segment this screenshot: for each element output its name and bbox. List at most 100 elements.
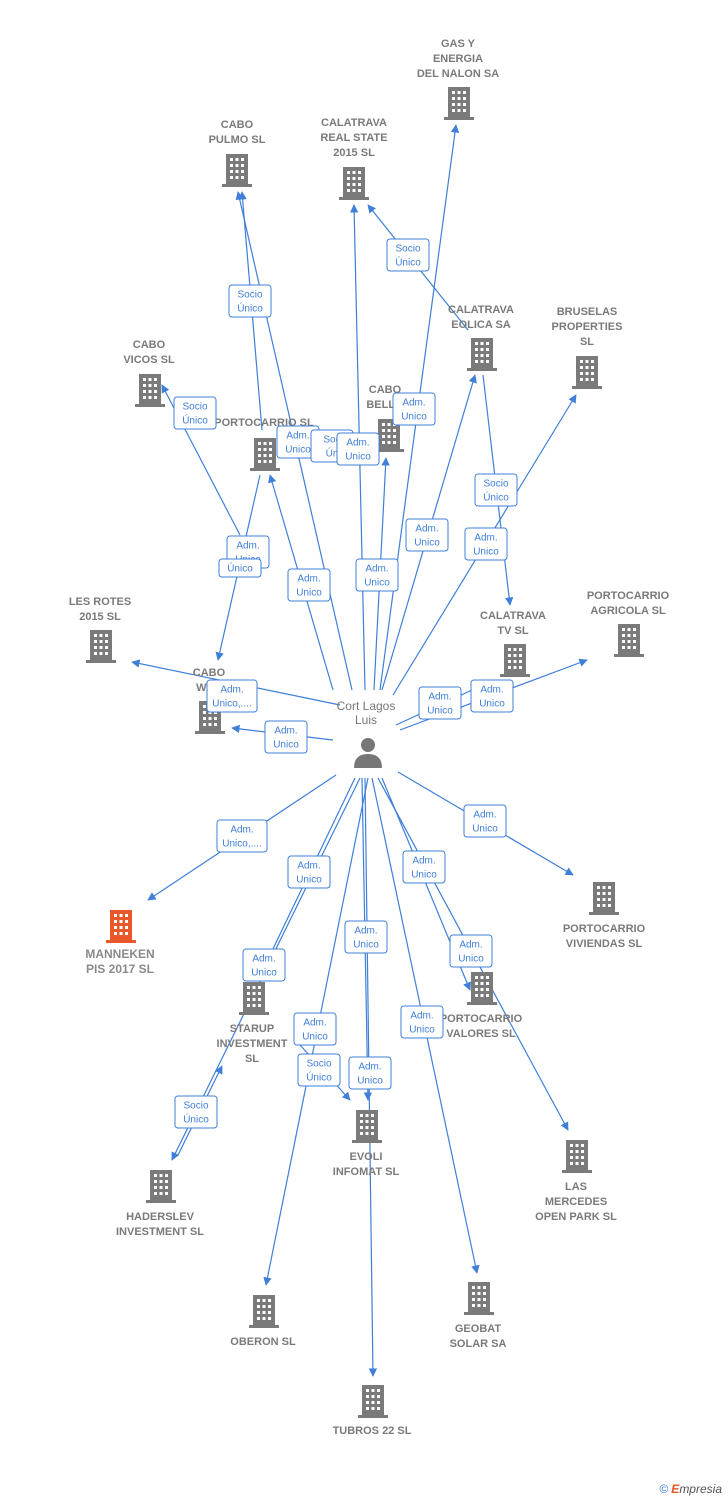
building-icon[interactable] (614, 624, 644, 657)
relation-text: Único (483, 491, 509, 504)
relation-text: Unico (296, 588, 322, 599)
relation-text: Adm. (297, 861, 320, 872)
company-label-manneken[interactable]: PIS 2017 SL (86, 962, 154, 976)
building-icon[interactable] (467, 972, 497, 1005)
company-label-evoli[interactable]: INFOMAT SL (333, 1166, 400, 1178)
relation-box (344, 920, 388, 954)
company-label-oberon[interactable]: OBERON SL (230, 1336, 296, 1348)
company-label-bruselas[interactable]: PROPERTIES (552, 321, 623, 333)
company-label-geobat[interactable]: SOLAR SA (450, 1338, 507, 1350)
company-label-calatrava-rs[interactable]: 2015 SL (333, 147, 375, 159)
company-label-bruselas[interactable]: SL (580, 336, 594, 348)
company-label-evoli[interactable]: EVOLI (349, 1151, 382, 1163)
relation-label: Adm.Unico (293, 1012, 337, 1046)
company-label-gas[interactable]: GAS Y (441, 38, 476, 50)
company-label-cabo-vicos[interactable]: VICOS SL (123, 354, 175, 366)
company-label-calatrava-tv[interactable]: TV SL (497, 625, 528, 637)
building-icon[interactable] (239, 982, 269, 1015)
relation-box (449, 934, 493, 968)
company-label-portocarrio-agricola[interactable]: AGRICOLA SL (590, 605, 666, 617)
footer-brand: ©Empresia (659, 1482, 722, 1496)
building-icon[interactable] (250, 438, 280, 471)
company-label-calatrava-eolica[interactable]: EOLICA SA (451, 319, 511, 331)
building-icon[interactable] (358, 1385, 388, 1418)
company-label-cabo-vicos[interactable]: CABO (133, 339, 166, 351)
relation-text: Adm. (358, 1062, 381, 1073)
relation-text: Unico (409, 1025, 435, 1036)
relation-text: Único (306, 1071, 332, 1084)
company-label-portocarrio-valores[interactable]: VALORES SL (446, 1028, 516, 1040)
company-label-tubros[interactable]: TUBROS 22 SL (333, 1425, 412, 1437)
building-icon[interactable] (86, 630, 116, 663)
relation-label: Adm.Unico (464, 527, 508, 561)
building-icon[interactable] (464, 1282, 494, 1315)
person-node[interactable]: Cort Lagos Luis (337, 699, 396, 768)
company-label-calatrava-rs[interactable]: REAL STATE (320, 132, 387, 144)
company-label-haderslev[interactable]: HADERSLEV (126, 1211, 195, 1223)
relation-label: Adm.Unico (336, 432, 380, 466)
relation-label: Adm.Unico (264, 720, 308, 754)
person-icon (354, 738, 382, 768)
relation-box (464, 527, 508, 561)
relation-text: Unico,.... (212, 699, 251, 710)
building-icon[interactable] (106, 910, 136, 943)
company-label-las-mercedes[interactable]: OPEN PARK SL (535, 1211, 617, 1223)
building-icon[interactable] (146, 1170, 176, 1203)
relation-box (402, 850, 446, 884)
company-label-gas[interactable]: ENERGIA (433, 53, 483, 65)
building-icon[interactable] (572, 356, 602, 389)
relation-text: Unico (353, 940, 379, 951)
edges (131, 124, 588, 1377)
company-label-starup[interactable]: SL (245, 1053, 259, 1065)
company-label-cabo-wab[interactable]: CABO (193, 667, 226, 679)
company-label-las-mercedes[interactable]: LAS (565, 1181, 587, 1193)
relation-text: Único (183, 1113, 209, 1126)
company-label-cabo-pulmo[interactable]: CABO (221, 119, 254, 131)
relation-text: Unico (472, 824, 498, 835)
company-label-manneken[interactable]: MANNEKEN (85, 947, 154, 961)
company-label-portocarrio-valores[interactable]: PORTOCARRIO (440, 1013, 523, 1025)
relation-text: Adm. (480, 685, 503, 696)
relation-box (287, 568, 331, 602)
company-label-calatrava-rs[interactable]: CALATRAVA (321, 117, 387, 129)
company-label-portocarrio-viviendas[interactable]: VIVIENDAS SL (566, 938, 643, 950)
building-icon[interactable] (222, 154, 252, 187)
relation-text: Adm. (473, 810, 496, 821)
company-label-cabo-pulmo[interactable]: PULMO SL (209, 134, 266, 146)
relation-text: Adm. (252, 954, 275, 965)
building-icon[interactable] (467, 338, 497, 371)
building-icon[interactable] (589, 882, 619, 915)
relation-text: Unico (427, 706, 453, 717)
company-label-calatrava-tv[interactable]: CALATRAVA (480, 610, 546, 622)
company-label-portocarrio-viviendas[interactable]: PORTOCARRIO (563, 923, 646, 935)
company-label-les-rotes[interactable]: LES ROTES (69, 596, 131, 608)
building-icon[interactable] (352, 1110, 382, 1143)
company-label-starup[interactable]: INVESTMENT (217, 1038, 288, 1050)
building-icon[interactable] (339, 167, 369, 200)
company-label-haderslev[interactable]: INVESTMENT SL (116, 1226, 204, 1238)
company-label-starup[interactable]: STARUP (230, 1023, 274, 1035)
relation-box (336, 432, 380, 466)
building-icon[interactable] (562, 1140, 592, 1173)
company-label-las-mercedes[interactable]: MERCEDES (545, 1196, 607, 1208)
building-icon[interactable] (249, 1295, 279, 1328)
company-label-bruselas[interactable]: BRUSELAS (557, 306, 618, 318)
company-label-portocarrio-agricola[interactable]: PORTOCARRIO (587, 590, 670, 602)
company-label-les-rotes[interactable]: 2015 SL (79, 611, 121, 623)
building-icon[interactable] (444, 87, 474, 120)
relation-text: Adm. (428, 692, 451, 703)
relation-text: Adm. (286, 431, 309, 442)
company-label-calatrava-eolica[interactable]: CALATRAVA (448, 304, 514, 316)
relation-text: Unico (364, 578, 390, 589)
relation-text: Unico,.... (222, 839, 261, 850)
building-icon[interactable] (500, 644, 530, 677)
company-label-cabo-bello[interactable]: CABO (369, 384, 402, 396)
relation-text: Soc (323, 435, 340, 446)
company-label-gas[interactable]: DEL NALON SA (417, 68, 499, 80)
building-icon[interactable] (135, 374, 165, 407)
company-label-geobat[interactable]: GEOBAT (455, 1323, 502, 1335)
